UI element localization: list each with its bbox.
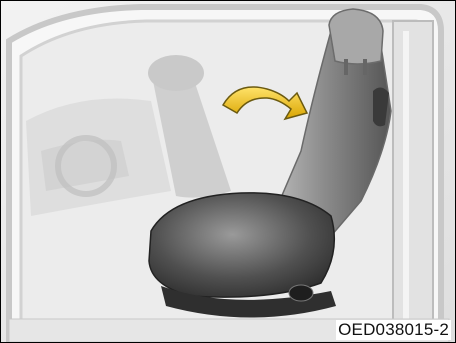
seat-cushion — [149, 193, 334, 297]
headrest — [329, 9, 383, 64]
b-pillar — [393, 21, 433, 342]
figure-code: OED038015-2 — [336, 320, 451, 340]
